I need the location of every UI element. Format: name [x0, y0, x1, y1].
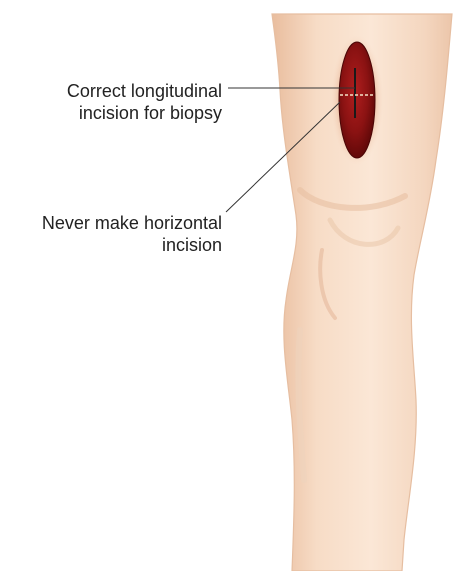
label-never-incision: Never make horizontal incision [42, 212, 222, 256]
lesion [339, 42, 375, 158]
label-never-line1: Never make horizontal [42, 212, 222, 234]
label-never-line2: incision [42, 234, 222, 256]
label-correct-line1: Correct longitudinal [67, 80, 222, 102]
label-correct-line2: incision for biopsy [67, 102, 222, 124]
label-correct-incision: Correct longitudinal incision for biopsy [67, 80, 222, 124]
